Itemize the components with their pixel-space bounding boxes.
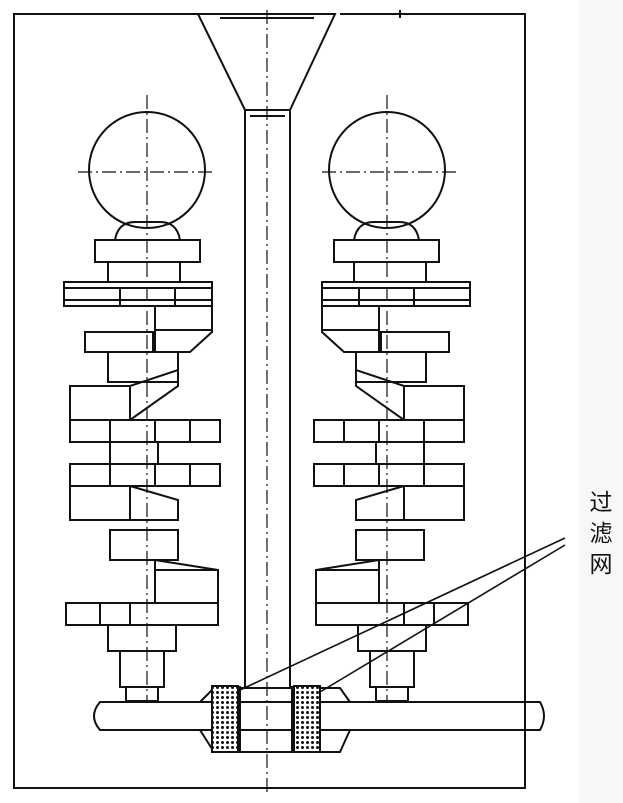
left-crankshaft [63, 94, 221, 702]
filter-mesh-left [211, 685, 239, 753]
callout-char: 网 [589, 552, 613, 578]
margin-strip [578, 0, 623, 803]
filter-mesh-right [293, 685, 321, 753]
leader-line-left [239, 537, 566, 691]
housing-frame [13, 13, 526, 789]
callout-char: 滤 [589, 521, 613, 547]
manifold [93, 701, 545, 731]
filter-callout-label: 过 滤 网 [583, 488, 619, 581]
callout-char: 过 [589, 490, 613, 516]
right-crankshaft [313, 94, 471, 702]
leader-line-right [319, 544, 566, 693]
